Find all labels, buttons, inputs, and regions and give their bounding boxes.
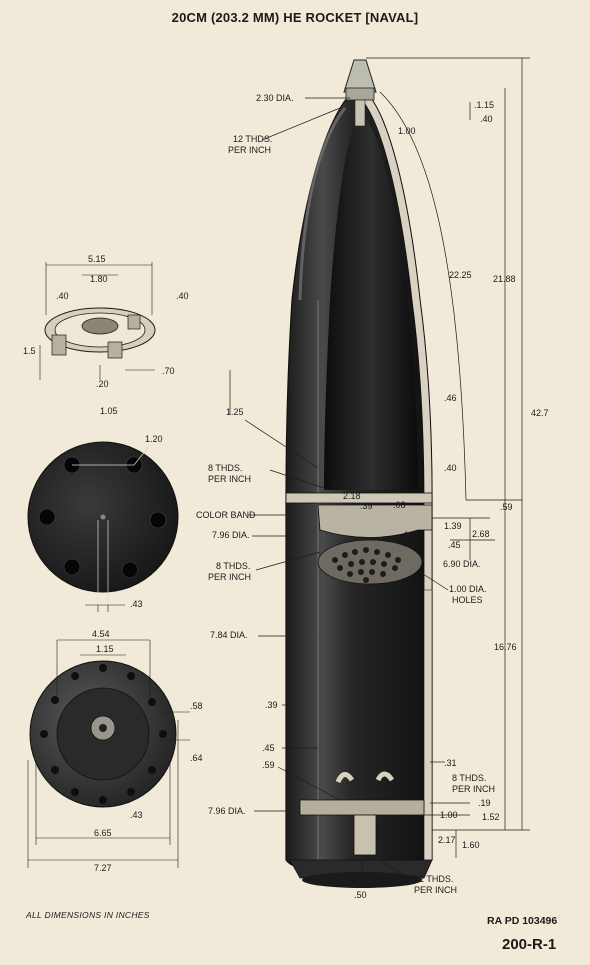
- label-color-band: COLOR BAND: [196, 510, 256, 520]
- label-42-7: 42.7: [531, 408, 549, 418]
- label-1-00-dia-holes: 1.00 DIA.: [449, 584, 487, 594]
- dimension-lines: [229, 57, 530, 888]
- label-32-thds-per-inch: PER INCH: [414, 885, 457, 895]
- label-1-00-top: 1.00: [398, 126, 416, 136]
- label-7-96-dia-a: 7.96 DIA.: [212, 530, 250, 540]
- label-12-thds: 12 THDS.: [233, 134, 272, 144]
- label-45-low: .45: [262, 743, 275, 753]
- label-2-18: 2.18: [343, 491, 361, 501]
- label-39-mid: .39: [360, 501, 373, 511]
- label-16-76: 16.76: [494, 642, 517, 652]
- label-8-thds-a: 8 THDS.: [208, 463, 242, 473]
- label-46: .46: [444, 393, 457, 403]
- label-50: .50: [354, 890, 367, 900]
- label-disc-1-20: 1.20: [145, 434, 163, 444]
- label-08: .08: [393, 500, 406, 510]
- label-1-25: 1.25: [226, 407, 244, 417]
- label-1-10: 1.10: [404, 530, 422, 540]
- label-disc-43: .43: [130, 599, 143, 609]
- label-holes: HOLES: [452, 595, 483, 605]
- label-2-68: 2.68: [472, 529, 490, 539]
- label-ring-70: .70: [162, 366, 175, 376]
- dimensions-note: ALL DIMENSIONS IN INCHES: [26, 910, 150, 920]
- label-ring-5-15: 5.15: [88, 254, 106, 264]
- label-8-thds-c-per-inch: PER INCH: [452, 784, 495, 794]
- label-base-58: .58: [190, 701, 203, 711]
- label-1-39: 1.39: [444, 521, 462, 531]
- label-1-60: 1.60: [462, 840, 480, 850]
- label-disc-1-05: 1.05: [100, 406, 118, 416]
- label-ring-40-left: .40: [56, 291, 69, 301]
- label-base-1-15: 1.15: [96, 644, 114, 654]
- label-59-low: .59: [262, 760, 275, 770]
- base-detail: [27, 639, 190, 868]
- page-title: 20CM (203.2 MM) HE ROCKET [NAVAL]: [171, 10, 419, 25]
- disc-detail: [27, 441, 179, 612]
- label-ring-1-5: 1.5: [23, 346, 36, 356]
- label-1-00-low: 1.00: [440, 810, 458, 820]
- label-base-7-27: 7.27: [94, 863, 112, 873]
- label-57: .57: [329, 479, 342, 489]
- label-8-thds-c: 8 THDS.: [452, 773, 486, 783]
- label-8-thds-b: 8 THDS.: [216, 561, 250, 571]
- label-39-low: .39: [265, 700, 278, 710]
- label-1-52: 1.52: [482, 812, 500, 822]
- label-1-98: 1.98: [376, 826, 394, 836]
- dimension-labels: 2.30 DIA. 12 THDS. PER INCH .1.15 .40 1.…: [23, 93, 549, 900]
- ring-detail: [39, 262, 156, 380]
- label-21-88: 21.88: [493, 274, 516, 284]
- label-12-thds-per-inch: PER INCH: [228, 145, 271, 155]
- label-45-right: .45: [448, 540, 461, 550]
- label-ring-20: .20: [96, 379, 109, 389]
- label-6-90-dia: 6.90 DIA.: [443, 559, 481, 569]
- label-8-thds-b-per-inch: PER INCH: [208, 572, 251, 582]
- label-7-84-dia: 7.84 DIA.: [210, 630, 248, 640]
- label-8-thds-a-per-inch: PER INCH: [208, 474, 251, 484]
- label-ring-40-right: .40: [176, 291, 189, 301]
- label-ring-1-80: 1.80: [90, 274, 108, 284]
- rocket-body: [285, 59, 433, 888]
- label-40-mid: .40: [444, 463, 457, 473]
- label-base-4-54: 4.54: [92, 629, 110, 639]
- label-base-43: .43: [130, 810, 143, 820]
- label-1-15: .1.15: [474, 100, 494, 110]
- label-32-thds: 32 THDS.: [414, 874, 453, 884]
- label-22-25: 22.25: [449, 270, 472, 280]
- label-base-6-65: 6.65: [94, 828, 112, 838]
- label-40-top: .40: [480, 114, 493, 124]
- figure-id: 200-R-1: [502, 936, 557, 953]
- label-31: .31: [444, 758, 457, 768]
- label-2-30-dia: 2.30 DIA.: [256, 93, 294, 103]
- label-2-17: 2.17: [438, 835, 456, 845]
- ra-pd-number: RA PD 103496: [487, 915, 558, 927]
- label-base-64: .64: [190, 753, 203, 763]
- label-19: .19: [478, 798, 491, 808]
- label-59-right: .59: [500, 502, 513, 512]
- label-7-96-dia-b: 7.96 DIA.: [208, 806, 246, 816]
